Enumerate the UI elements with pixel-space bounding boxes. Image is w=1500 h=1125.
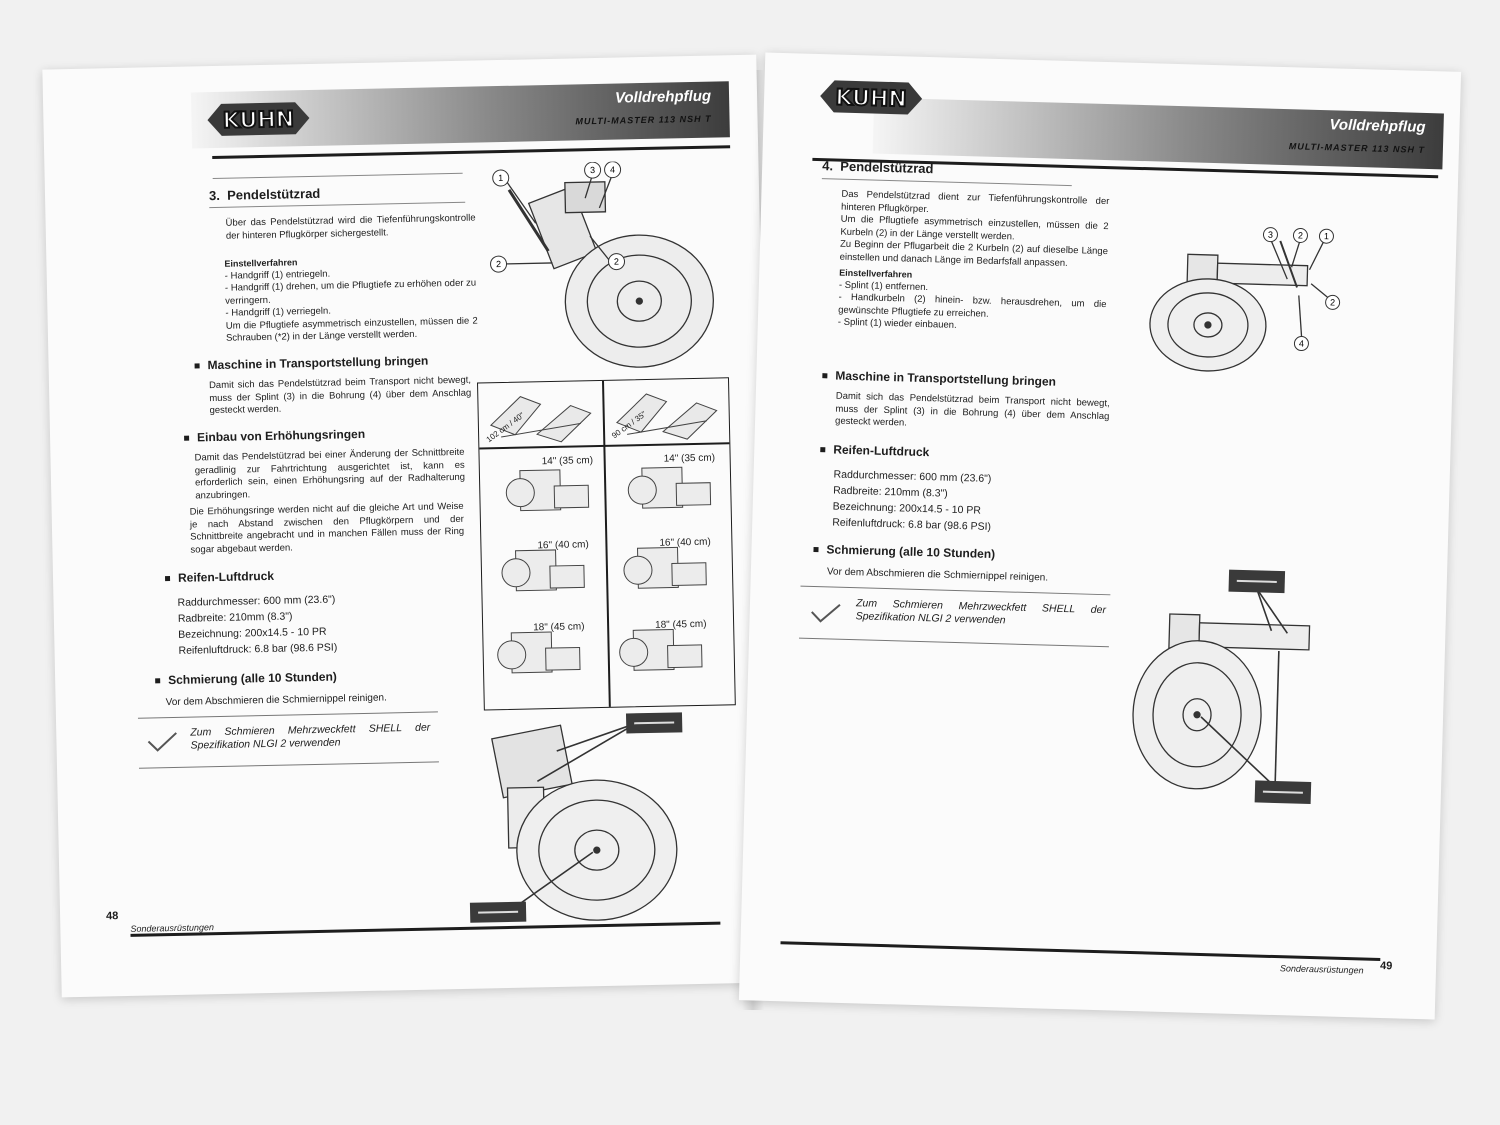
tire-title: Reifen-Luftdruck	[177, 568, 275, 585]
grease-text: Vor dem Abschmieren die Schmiernippel re…	[165, 692, 387, 709]
tire-heading: Reifen-Luftdruck	[165, 569, 274, 585]
bullet-square-icon	[813, 547, 819, 553]
callout-number: 2	[496, 259, 501, 269]
tire-spec-list: Raddurchmesser: 600 mm (23.6") Radbreite…	[832, 467, 1094, 538]
procedure-block: Einstellverfahren Handgriff (1) entriege…	[224, 253, 478, 346]
header-model: MULTI-MASTER 113 NSH T	[1288, 141, 1426, 155]
grease-title: Schmierung (alle 10 Stunden)	[168, 669, 337, 688]
section-rule	[821, 178, 1072, 187]
bullet-square-icon	[155, 678, 161, 684]
logo-text: KUHN	[223, 107, 295, 133]
transport-heading: Maschine in Transportstellung bringen	[822, 368, 1056, 389]
intro-block: Das Pendelstützrad dient zur Tiefenführu…	[838, 189, 1109, 337]
ring-mount-sketches	[497, 466, 712, 674]
callout-number: 4	[610, 165, 615, 175]
rings-text-2: Die Erhöhungsringe werden nicht auf die …	[189, 500, 465, 556]
bullet-square-icon	[165, 576, 171, 582]
kuhn-logo: KUHN	[820, 80, 923, 115]
grease-note: Zum Schmieren Mehrzweckfett SHELL der Sp…	[855, 597, 1107, 627]
bullet-square-icon	[184, 435, 190, 442]
tire-title: Reifen-Luftdruck	[833, 442, 930, 460]
rings-text-1: Damit das Pendelstützrad bei einer Änder…	[194, 446, 466, 501]
transport-title: Maschine in Transportstellung bringen	[207, 353, 429, 373]
left-page: Volldrehpflug MULTI-MASTER 113 NSH T KUH…	[42, 54, 776, 998]
footer-rule	[780, 941, 1381, 961]
header-rule-thin	[212, 172, 463, 180]
section-number: 3.	[208, 187, 221, 204]
grease-heading: Schmierung (alle 10 Stunden)	[813, 542, 995, 561]
bullet-square-icon	[820, 447, 826, 453]
section-heading: 4. Pendelstützrad	[822, 158, 934, 176]
checkmark-icon	[147, 732, 177, 752]
callout-number: 1	[498, 173, 503, 183]
callout-number: 2	[614, 257, 619, 267]
callout-number: 3	[590, 165, 595, 175]
note-rule-top	[800, 585, 1111, 596]
right-page: Volldrehpflug MULTI-MASTER 113 NSH T KUH…	[738, 52, 1462, 1020]
tire-heading: Reifen-Luftdruck	[820, 442, 929, 459]
greasing-wheel-figure	[1132, 569, 1312, 804]
note-rule-bottom	[799, 637, 1109, 648]
page-number: 49	[1379, 959, 1393, 973]
kuhn-logo: KUHN	[207, 102, 310, 136]
rings-heading: Einbau von Erhöhungsringen	[184, 427, 365, 445]
page-number: 48	[105, 910, 119, 923]
logo-text: KUHN	[835, 85, 907, 112]
asym-text: Um die Pflugtiefe asymmetrisch einzustel…	[225, 315, 478, 344]
section-title: Pendelstützrad	[840, 158, 934, 177]
callout-number: 2	[1330, 297, 1335, 307]
grease-heading: Schmierung (alle 10 Stunden)	[155, 670, 337, 688]
callout-number: 1	[1324, 231, 1329, 241]
callout-number: 3	[1268, 230, 1273, 240]
note-rule-top	[137, 711, 438, 719]
greasing-wheel-figure	[469, 712, 683, 923]
grease-text: Vor dem Abschmieren die Schmiernippel re…	[826, 566, 1049, 584]
transport-text: Damit sich das Pendelstützrad beim Trans…	[208, 374, 472, 417]
section-number: 4.	[822, 158, 834, 174]
section-heading: 3. Pendelstützrad	[209, 186, 321, 203]
callout-number: 4	[1299, 338, 1304, 348]
callout-number: 2	[1298, 230, 1303, 240]
section-rule	[209, 201, 466, 209]
ring-adjustment-grid: 102 cm / 40" 90 cm / 35" 14" (35 cm) 14"…	[477, 377, 736, 711]
header-title: Volldrehpflug	[1329, 116, 1426, 136]
checkmark-icon	[811, 604, 841, 623]
pendulum-wheel-figure: 1 3 4 2 2	[490, 161, 714, 368]
note-rule-bottom	[139, 761, 439, 769]
grease-note: Zum Schmieren Mehrzweckfett SHELL der Sp…	[190, 721, 431, 752]
intro-text: Über das Pendelstützrad wird die Tiefenf…	[225, 212, 476, 242]
rings-title: Einbau von Erhöhungsringen	[196, 426, 366, 445]
procedure-list: Splint (1) entfernen. Handkurbeln (2) hi…	[838, 279, 1107, 336]
transport-heading: Maschine in Transportstellung bringen	[194, 354, 428, 373]
transport-title: Maschine in Transportstellung bringen	[835, 368, 1057, 389]
bullet-square-icon	[194, 363, 200, 369]
grease-title: Schmierung (alle 10 Stunden)	[826, 542, 996, 562]
bullet-square-icon	[822, 373, 828, 379]
plough-sketch-right	[615, 393, 718, 440]
header-model: MULTI-MASTER 113 NSH T	[575, 113, 712, 127]
footer-label: Sonderausrüstungen	[1279, 963, 1364, 976]
procedure-list: Handgriff (1) entriegeln. Handgriff (1) …	[225, 265, 478, 320]
transport-text: Damit sich das Pendelstützrad beim Trans…	[834, 390, 1110, 429]
header-rule	[212, 145, 731, 160]
section-title: Pendelstützrad	[226, 185, 321, 203]
pendulum-wheel-figure: 3 2 1 2 4	[1149, 227, 1341, 372]
page-header-band: Volldrehpflug MULTI-MASTER 113 NSH T	[872, 97, 1444, 170]
plough-sketch-left	[490, 396, 592, 443]
header-title: Volldrehpflug	[614, 87, 712, 107]
tire-spec-list: Raddurchmesser: 600 mm (23.6") Radbreite…	[177, 589, 438, 658]
